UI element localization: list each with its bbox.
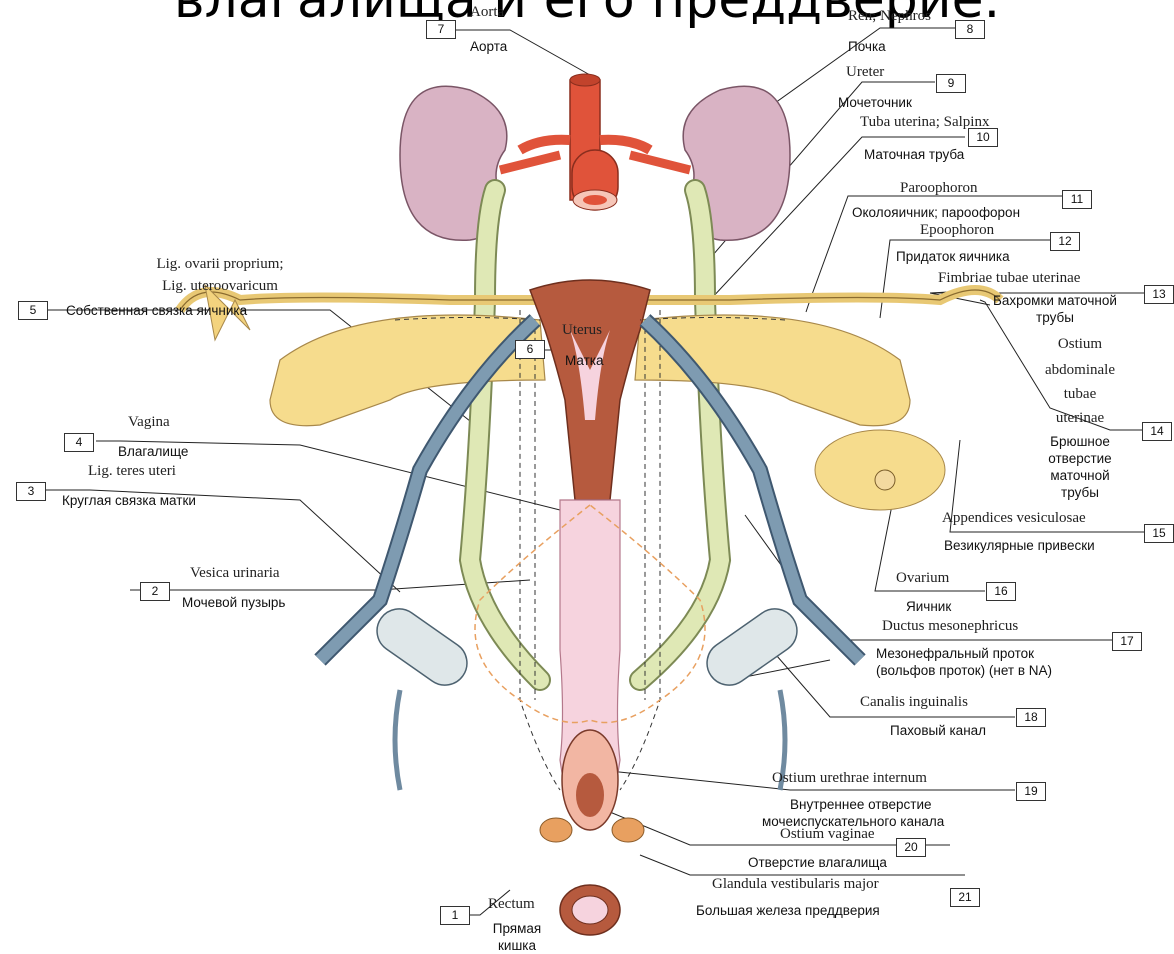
number-box-10: 10 xyxy=(968,128,998,147)
label-glandula-russian: Большая железа преддверия xyxy=(696,902,880,919)
label-kidney-russian: Почка xyxy=(848,38,886,55)
label-ostium-abd-russian-3: маточной xyxy=(1020,467,1140,484)
label-rectum-latin: Rectum xyxy=(488,896,535,913)
label-fimbriae-latin: Fimbriae tubae uterinae xyxy=(938,270,1080,287)
label-aorta-latin: Aorta xyxy=(470,4,504,21)
label-appendices-latin: Appendices vesiculosae xyxy=(942,510,1086,527)
number-box-19: 19 xyxy=(1016,782,1046,801)
number-box-16: 16 xyxy=(986,582,1016,601)
rectum xyxy=(560,885,620,935)
ovary-right xyxy=(620,290,1000,510)
aorta xyxy=(500,74,690,210)
label-ureter-latin: Ureter xyxy=(846,64,884,81)
label-glandula-latin: Glandula vestibularis major xyxy=(712,876,879,893)
number-box-3: 3 xyxy=(16,482,46,501)
label-ostium-abd-russian-1: Брюшное xyxy=(1020,433,1140,450)
label-fimbriae-russian-1: Бахромки маточной xyxy=(960,292,1150,309)
label-ductus-russian-1: Мезонефральный проток xyxy=(876,645,1034,662)
number-box-18: 18 xyxy=(1016,708,1046,727)
label-ductus-latin: Ductus mesonephricus xyxy=(882,618,1018,635)
number-box-21: 21 xyxy=(950,888,980,907)
label-aorta-russian: Аорта xyxy=(470,38,507,55)
number-box-12: 12 xyxy=(1050,232,1080,251)
number-box-20: 20 xyxy=(896,838,926,857)
number-box-6: 6 xyxy=(515,340,545,359)
vagina xyxy=(560,500,620,830)
label-ovarium-russian: Яичник xyxy=(906,598,951,615)
label-ostium-abd-latin-4: uterinae xyxy=(1020,410,1140,427)
label-ductus-russian-2: (вольфов проток) (нет в NA) xyxy=(876,662,1052,679)
label-ostium-abd-latin-1: Ostium xyxy=(1020,336,1140,353)
label-ostium-vaginae-latin: Ostium vaginae xyxy=(780,826,875,843)
label-lig-ovarii-russian: Собственная связка яичника xyxy=(66,302,247,319)
number-box-8: 8 xyxy=(955,20,985,39)
number-box-7: 7 xyxy=(426,20,456,39)
number-box-13: 13 xyxy=(1144,285,1174,304)
label-vagina-russian: Влагалище xyxy=(118,443,188,460)
number-box-17: 17 xyxy=(1112,632,1142,651)
label-ovarium-latin: Ovarium xyxy=(896,570,949,587)
label-tuba-russian: Маточная труба xyxy=(864,146,964,163)
label-lig-ovarii-latin-1: Lig. ovarii proprium; xyxy=(80,256,360,273)
number-box-14: 14 xyxy=(1142,422,1172,441)
label-canalis-latin: Canalis inguinalis xyxy=(860,694,968,711)
label-ostium-abd-russian-4: трубы xyxy=(1020,484,1140,501)
label-rectum-russian-2: кишка xyxy=(482,937,552,954)
number-box-5: 5 xyxy=(18,301,48,320)
label-ostium-abd-russian-2: отверстие xyxy=(1020,450,1140,467)
label-paroophoron-russian: Околояичник; пароофорон xyxy=(852,204,1020,221)
number-box-9: 9 xyxy=(936,74,966,93)
label-vesica-latin: Vesica urinaria xyxy=(190,565,280,582)
label-ostium-vaginae-russian: Отверстие влагалища xyxy=(748,854,887,871)
uterus xyxy=(530,280,650,500)
label-epoophoron-russian: Придаток яичника xyxy=(896,248,1010,265)
label-kidney-latin: Ren; Nephros xyxy=(848,8,931,25)
label-urethrae-russian-1: Внутреннее отверстие xyxy=(790,796,932,813)
label-vesica-russian: Мочевой пузырь xyxy=(182,594,285,611)
label-vagina-latin: Vagina xyxy=(128,414,170,431)
label-canalis-russian: Паховый канал xyxy=(890,722,986,739)
label-lig-teres-russian: Круглая связка матки xyxy=(62,492,196,509)
label-lig-teres-latin: Lig. teres uteri xyxy=(88,463,176,480)
label-paroophoron-latin: Paroophoron xyxy=(900,180,978,197)
label-appendices-russian: Везикулярные привески xyxy=(944,537,1095,554)
number-box-1: 1 xyxy=(440,906,470,925)
number-box-4: 4 xyxy=(64,433,94,452)
label-epoophoron-latin: Epoophoron xyxy=(920,222,994,239)
label-ostium-abd-latin-2: abdominale xyxy=(1020,362,1140,379)
label-urethrae-latin: Ostium urethrae internum xyxy=(772,770,927,787)
number-box-11: 11 xyxy=(1062,190,1092,209)
label-uterus-russian: Матка xyxy=(565,352,604,369)
label-uterus-latin: Uterus xyxy=(562,322,602,339)
label-ostium-abd-latin-3: tubae xyxy=(1020,386,1140,403)
number-box-15: 15 xyxy=(1144,524,1174,543)
label-lig-ovarii-latin-2: Lig. uteroovaricum xyxy=(80,278,360,295)
label-fimbriae-russian-2: трубы xyxy=(960,309,1150,326)
label-rectum-russian-1: Прямая xyxy=(482,920,552,937)
label-ureter-russian: Мочеточник xyxy=(838,94,912,111)
number-box-2: 2 xyxy=(140,582,170,601)
